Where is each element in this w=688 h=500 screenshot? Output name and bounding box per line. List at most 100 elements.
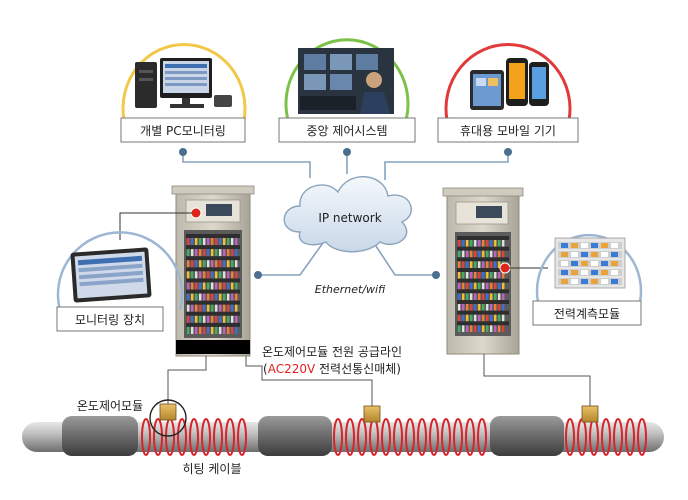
wire-strand — [207, 293, 210, 301]
wire-strand — [482, 261, 485, 268]
wire-strand — [203, 304, 206, 312]
meter-cell — [581, 261, 588, 266]
rack-rail — [457, 268, 509, 272]
meter-row — [558, 242, 622, 249]
heating-cable-label: 히팅 케이블 — [182, 462, 241, 476]
wire-strand — [207, 260, 210, 268]
wire-strand — [199, 282, 202, 290]
wire-strand — [486, 261, 489, 268]
wire-strand — [462, 240, 465, 247]
pipe-insulation-segment — [258, 416, 332, 456]
wire-strand — [462, 250, 465, 258]
wire-strand — [470, 293, 473, 300]
link-label: Ethernet/wifi — [315, 283, 386, 296]
wire-strand — [203, 315, 206, 323]
wire-strand — [211, 304, 214, 312]
wire-strand — [223, 304, 226, 312]
wire-strand — [458, 272, 461, 279]
meter-cell — [561, 261, 568, 266]
meter-cell — [611, 270, 618, 275]
wire-strand — [187, 249, 190, 257]
coil-loop — [417, 418, 427, 456]
wire-strand — [478, 304, 481, 311]
wire-strand — [195, 238, 198, 246]
wire-strand — [219, 282, 222, 290]
wire-strand — [462, 325, 465, 332]
wire-strand — [203, 293, 206, 301]
rack-rail — [186, 234, 240, 238]
wire-strand — [486, 272, 489, 279]
wire-strand — [458, 314, 461, 322]
wire-strand — [498, 325, 501, 332]
wire-strand — [494, 304, 497, 311]
rack-rail — [457, 257, 509, 262]
wire-strand — [187, 260, 190, 268]
supply-line-detail: (AC220V 전력선통신매체) — [263, 362, 401, 376]
cabinet-icon — [171, 185, 255, 357]
mobile-devices-label: 휴대용 모바일 기기 — [460, 124, 556, 138]
wire-strand — [191, 315, 194, 323]
wire-strand — [502, 272, 505, 279]
wire-strand — [195, 315, 198, 323]
pipe-icon — [22, 416, 664, 456]
temp-module-icon — [159, 403, 599, 423]
meter-cell — [611, 279, 618, 284]
wire-strand — [494, 314, 497, 322]
rack-rail — [457, 289, 509, 294]
wire-strand — [482, 314, 485, 322]
wire-strand — [223, 260, 226, 268]
drop-line — [245, 356, 373, 406]
wire-strand — [211, 282, 214, 290]
meter-cell — [601, 270, 608, 275]
wire-strand — [195, 260, 198, 268]
wire-strand — [235, 304, 238, 312]
coil-loop — [465, 418, 475, 456]
wire-strand — [498, 240, 501, 247]
rack-rail — [186, 289, 240, 294]
wire-strand — [486, 240, 489, 247]
wire-strand — [474, 293, 477, 300]
wire-strand — [502, 240, 505, 247]
wire-strand — [195, 304, 198, 312]
wire-strand — [199, 238, 202, 246]
left-cabinet — [171, 185, 255, 357]
cabinet-icon — [442, 187, 524, 355]
link-right-cabinet-cloud — [371, 239, 436, 276]
wire-strand — [227, 238, 230, 246]
wire-strand — [466, 240, 469, 247]
link-pc-cloud — [182, 152, 311, 178]
wire-strand — [227, 293, 230, 301]
wire-strand — [466, 261, 469, 268]
node-mobile-devices: 휴대용 모바일 기기 — [437, 43, 579, 143]
wire-strand — [207, 271, 210, 279]
wire-strand — [498, 261, 501, 268]
wire-strand — [466, 325, 469, 332]
wire-strand — [211, 315, 214, 323]
wire-strand — [490, 293, 493, 300]
wire-strand — [490, 314, 493, 322]
wire-strand — [215, 304, 218, 312]
coil-loop — [393, 418, 403, 456]
rack-rail — [457, 310, 509, 315]
wire-strand — [474, 325, 477, 332]
wire-strand — [490, 250, 493, 258]
wire-strand — [482, 325, 485, 332]
wire-strand — [199, 315, 202, 323]
wire-strand — [482, 250, 485, 258]
cloud-icon: IP network — [283, 176, 412, 253]
coil-loop — [625, 418, 635, 456]
coil-loop — [601, 418, 611, 456]
wire-strand — [502, 282, 505, 290]
supply-line-title: 온도제어모듈 전원 공급라인 — [262, 345, 402, 359]
wire-strand — [227, 249, 230, 257]
wire-strand — [502, 314, 505, 322]
wire-strand — [207, 326, 210, 334]
wire-strand — [235, 315, 238, 323]
wire-strand — [219, 326, 222, 334]
rack-rail — [186, 278, 240, 283]
meter-cell — [581, 252, 588, 257]
wire-strand — [470, 261, 473, 268]
wire-strand — [235, 293, 238, 301]
rack-rail — [186, 245, 240, 250]
drop-lines — [167, 354, 591, 406]
